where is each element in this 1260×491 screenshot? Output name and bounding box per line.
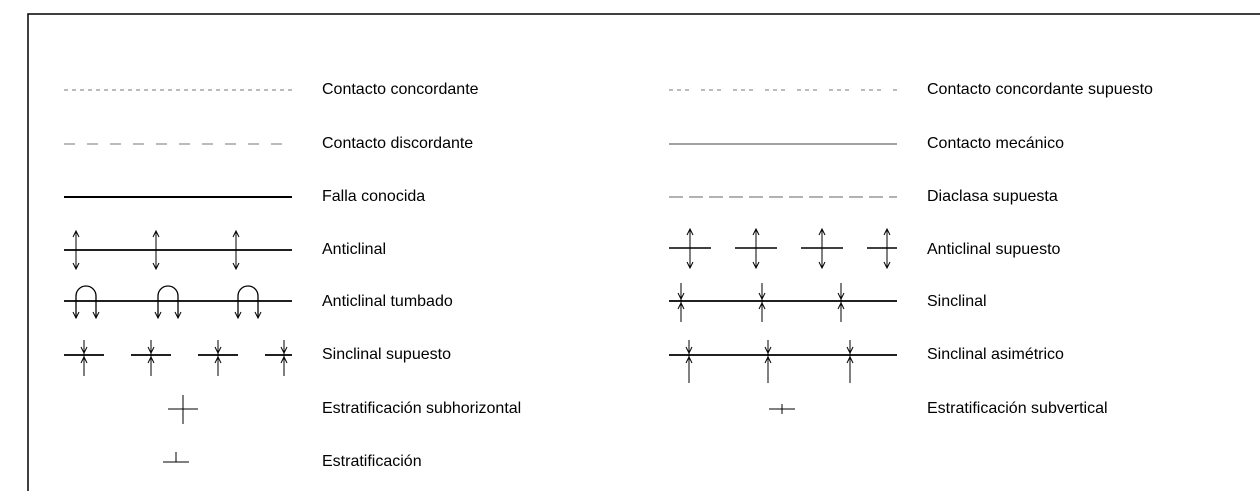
label-contacto-mecanico: Contacto mecánico [927,135,1064,152]
symbol-anticlinal-supuesto [669,227,897,270]
label-estratificacion-subvertical: Estratificación subvertical [927,400,1108,417]
symbol-estratificacion-subhorizontal [168,395,198,424]
label-estratificacion: Estratificación [322,453,422,470]
label-sinclinal-supuesto: Sinclinal supuesto [322,346,451,363]
label-anticlinal-tumbado: Anticlinal tumbado [322,293,453,310]
symbol-sinclinal-supuesto [64,340,292,376]
symbol-anticlinal [64,229,292,271]
label-anticlinal: Anticlinal [322,241,387,258]
label-falla-conocida: Falla conocida [322,188,426,205]
label-anticlinal-supuesto: Anticlinal supuesto [927,241,1061,258]
frame-border [27,13,1260,491]
label-contacto-discordante: Contacto discordante [322,135,474,152]
symbol-anticlinal-tumbado [64,285,292,320]
symbol-estratificacion [163,452,189,463]
label-diaclasa-supuesta: Diaclasa supuesta [927,188,1058,205]
symbol-estratificacion-subvertical [769,404,795,414]
label-estratificacion-subhorizontal: Estratificación subhorizontal [322,400,522,417]
symbol-sinclinal-asimetrico [669,340,897,383]
label-sinclinal-asimetrico: Sinclinal asimétrico [927,346,1064,363]
label-contacto-concordante-supuesto: Contacto concordante supuesto [927,81,1153,98]
symbol-sinclinal [669,283,897,322]
label-sinclinal: Sinclinal [927,293,987,310]
label-contacto-concordante: Contacto concordante [322,81,479,98]
